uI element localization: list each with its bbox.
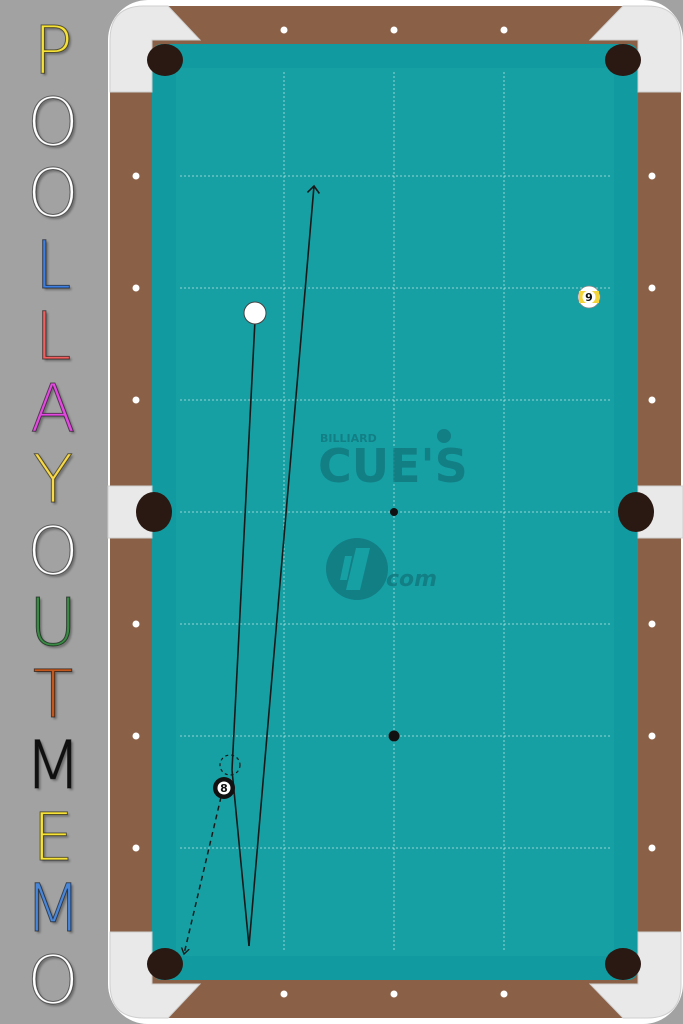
diamond xyxy=(648,284,656,292)
nine-ball[interactable]: 9 xyxy=(577,285,601,309)
diamond xyxy=(648,172,656,180)
logo-site: com xyxy=(386,567,437,592)
nine-ball-number: 9 xyxy=(585,291,593,304)
diamond xyxy=(132,844,140,852)
diamond xyxy=(280,26,288,34)
title-letter: O xyxy=(27,941,80,1019)
pocket xyxy=(605,44,641,76)
title-letter: A xyxy=(30,369,76,447)
title-letter: M xyxy=(24,727,82,804)
pocket xyxy=(147,44,183,76)
diamond xyxy=(500,26,508,34)
diamond xyxy=(280,990,288,998)
diamond xyxy=(648,620,656,628)
logo-ball-icon xyxy=(437,429,451,443)
diamond xyxy=(648,732,656,740)
title-letter: P xyxy=(33,12,74,89)
cue-ball[interactable] xyxy=(243,301,267,325)
title-letter: O xyxy=(27,512,80,590)
pocket xyxy=(605,948,641,980)
diamond xyxy=(132,732,140,740)
diamond xyxy=(132,620,140,628)
title-letter: M xyxy=(24,870,82,947)
logo-brand-small: BILLIARD xyxy=(320,432,377,445)
diamond xyxy=(390,990,398,998)
corner-plates xyxy=(107,5,683,1019)
cue-ball-after-line xyxy=(248,184,321,947)
diamond xyxy=(648,396,656,404)
title-letter: T xyxy=(32,655,74,733)
title-letter: Y xyxy=(32,441,74,518)
logo-brand-main: CUE'S xyxy=(318,439,468,493)
pockets xyxy=(136,44,654,980)
pocket xyxy=(618,492,654,532)
eight-ball[interactable]: 8 xyxy=(213,777,235,799)
title-letter: L xyxy=(34,226,72,304)
brand-logo: BILLIARD CUE'S com xyxy=(318,429,468,600)
eight-ball-number: 8 xyxy=(220,782,228,795)
title-letter: L xyxy=(34,298,72,375)
title-letter: U xyxy=(28,584,78,661)
title-letter: O xyxy=(27,83,80,161)
diamond xyxy=(648,844,656,852)
diamond xyxy=(132,172,140,180)
diamond xyxy=(132,396,140,404)
diamond xyxy=(132,284,140,292)
diamond xyxy=(500,990,508,998)
ghost-ball xyxy=(219,754,241,776)
foot-spot xyxy=(388,730,400,742)
pocket xyxy=(147,948,183,980)
diamond xyxy=(390,26,398,34)
rail-diamonds xyxy=(132,26,656,998)
title-letter: E xyxy=(32,798,75,876)
cue-ball-path-line xyxy=(231,319,256,771)
title-letter: O xyxy=(27,155,80,232)
pocket xyxy=(136,492,172,532)
bank-return-line xyxy=(231,769,250,947)
center-spot xyxy=(390,508,398,516)
